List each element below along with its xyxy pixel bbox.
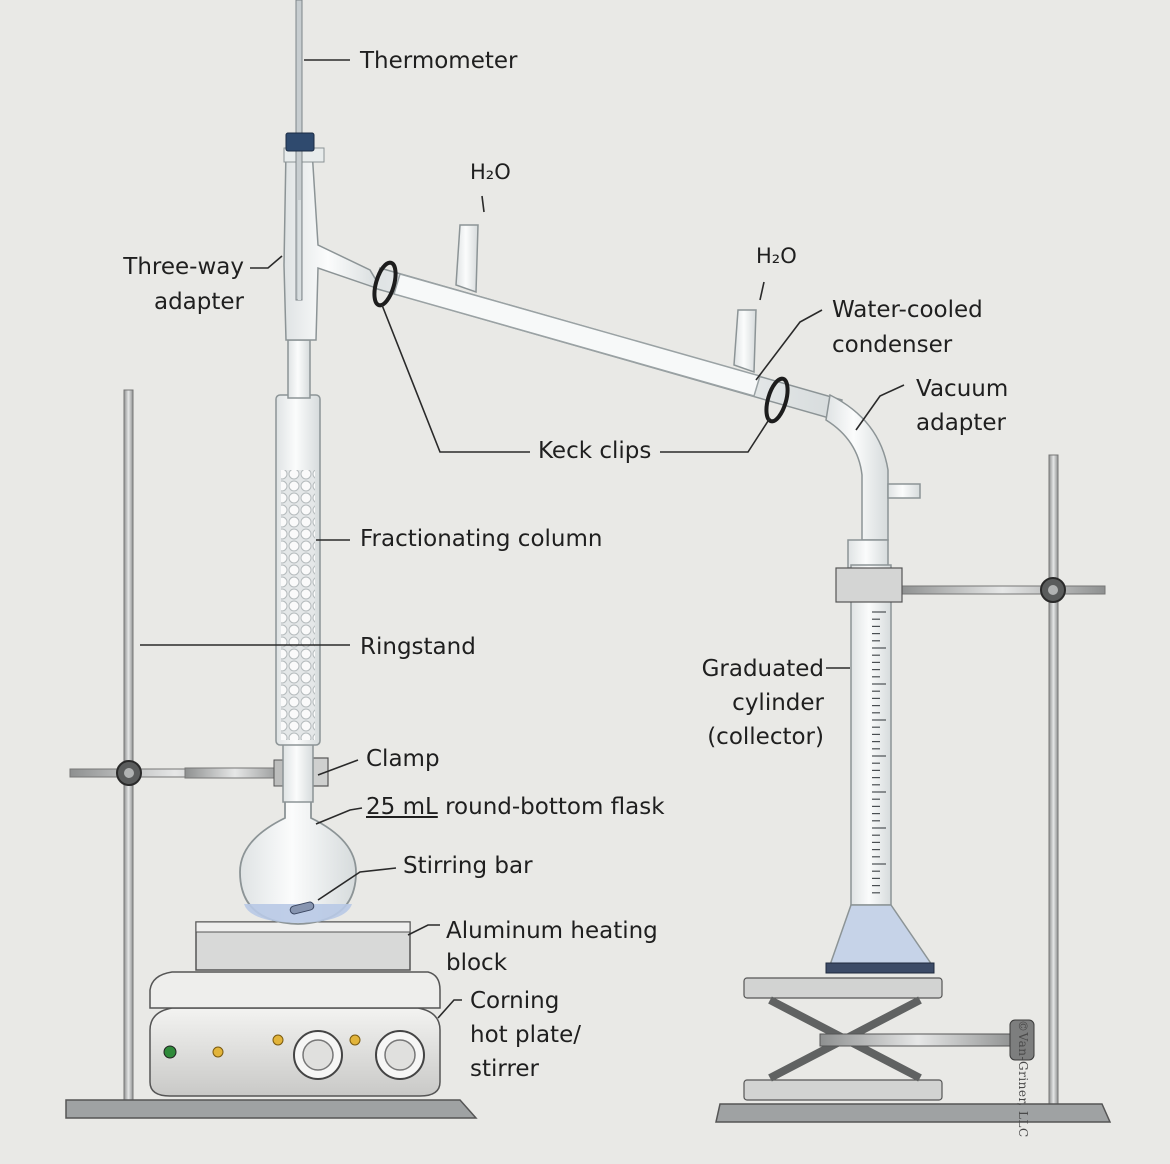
label-hot-plate-line2: hot plate/ xyxy=(470,1022,581,1048)
label-clamp: Clamp xyxy=(366,746,440,772)
label-condenser-line2: condenser xyxy=(832,332,953,358)
label-graduated-line2: cylinder xyxy=(732,690,824,716)
graduated-cylinder xyxy=(825,539,935,974)
leader-lines xyxy=(140,59,905,1019)
left-ringstand-base xyxy=(65,1099,478,1119)
right-ringstand-rod xyxy=(1048,454,1059,1106)
label-hot-plate-line3: stirrer xyxy=(470,1056,539,1082)
right-clamp-rod xyxy=(899,585,1106,595)
label-stirring-bar: Stirring bar xyxy=(403,853,533,879)
label-graduated-line1: Graduated xyxy=(701,656,824,682)
label-graduated-line3: (collector) xyxy=(707,724,824,750)
aluminum-heating-block xyxy=(195,921,411,971)
label-thermometer: Thermometer xyxy=(360,48,518,74)
column-packing-beads xyxy=(281,470,315,740)
label-water-inlet-mid: H₂O xyxy=(756,244,797,268)
left-ringstand-rod xyxy=(123,389,134,1103)
keck-clip-upper xyxy=(372,260,398,308)
label-three-way-line2: adapter xyxy=(153,289,244,315)
round-bottom-flask xyxy=(239,799,357,925)
cylinder-clamp xyxy=(835,567,903,603)
power-indicator-light xyxy=(163,1045,177,1059)
label-fractionating-column: Fractionating column xyxy=(360,526,603,552)
copyright-credit: ©Van-Griner, LLC xyxy=(1016,1020,1030,1138)
label-heating-block-line2: block xyxy=(446,950,508,976)
label-heating-block-line1: Aluminum heating xyxy=(446,918,658,944)
right-ringstand xyxy=(715,454,1112,1123)
label-keck-clips: Keck clips xyxy=(538,438,652,464)
thermometer xyxy=(285,0,315,301)
cylinder-scale-marks xyxy=(872,611,886,894)
label-flask-volume: 25 mL xyxy=(366,794,438,820)
label-flask-name: round-bottom flask xyxy=(445,794,665,820)
hot-plate-stirrer xyxy=(149,971,441,1097)
right-ringstand-base xyxy=(715,1103,1112,1123)
label-vacuum-line2: adapter xyxy=(916,410,1007,436)
keck-clip-lower xyxy=(764,376,790,424)
stirring-bar xyxy=(289,901,315,915)
label-hot-plate-line1: Corning xyxy=(470,988,560,1014)
vacuum-adapter xyxy=(825,393,921,541)
label-condenser-line1: Water-cooled xyxy=(832,297,983,323)
lab-jack xyxy=(743,977,1035,1101)
label-three-way-line1: Three-way xyxy=(123,254,244,280)
fractionating-column xyxy=(275,339,321,803)
label-water-inlet-top: H₂O xyxy=(470,160,511,184)
lab-jack-knob xyxy=(1009,1019,1035,1061)
thermometer-stopper xyxy=(285,132,315,152)
label-vacuum-line1: Vacuum xyxy=(916,376,1009,402)
label-flask: 25 mL round-bottom flask xyxy=(366,790,665,824)
label-ringstand: Ringstand xyxy=(360,634,476,660)
